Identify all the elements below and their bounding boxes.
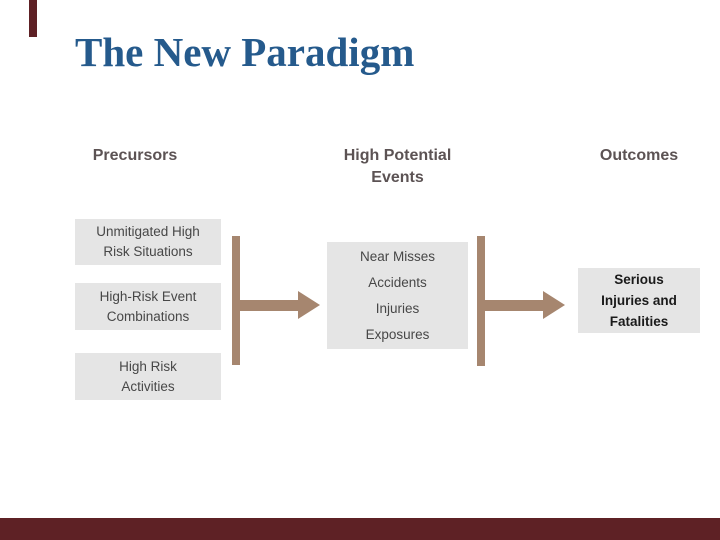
event-box-line3: Injuries [375, 300, 420, 316]
column-header-high-potential-events: High Potential Events [327, 145, 468, 189]
column-header-precursors-label: Precursors [92, 147, 178, 164]
event-box-high-potential-events: Near Misses Accidents Injuries Exposures [327, 242, 468, 349]
precursor-box-1-line2: Risk Situations [103, 244, 193, 259]
arrow-head-icon [298, 291, 320, 319]
outcome-box-line2: Injuries and [601, 293, 677, 308]
column-header-events-line2: Events [371, 169, 424, 186]
precursor-box-2-line1: High-Risk Event [99, 288, 197, 304]
slide-title: The New Paradigm [75, 29, 415, 75]
column-header-precursors: Precursors [62, 145, 208, 167]
precursor-box-1-line1: Unmitigated High [96, 224, 200, 239]
precursor-box-unmitigated-high-risk-situations: Unmitigated High Risk Situations [75, 219, 221, 265]
column-header-outcomes: Outcomes [578, 145, 700, 167]
arrow-shaft-events-to-outcomes [481, 300, 545, 311]
event-box-line1: Near Misses [359, 248, 435, 264]
event-box-line2: Accidents [368, 274, 427, 290]
outcome-box-serious-injuries-and-fatalities: Serious Injuries and Fatalities [578, 268, 700, 333]
precursor-box-2-line2: Combinations [106, 308, 190, 324]
precursor-box-3-line1: High Risk [119, 358, 177, 374]
outcome-box-line3: Fatalities [609, 314, 669, 329]
arrow-head-icon [543, 291, 565, 319]
event-box-line4: Exposures [365, 326, 430, 342]
accent-bar-top-left [29, 0, 37, 37]
column-header-events-line1: High Potential [343, 147, 452, 164]
precursor-box-high-risk-activities: High Risk Activities [75, 353, 221, 400]
arrow-shaft-precursors-to-events [236, 300, 300, 311]
outcome-box-line1: Serious [614, 272, 664, 287]
accent-bar-bottom [0, 518, 720, 540]
precursor-box-3-line2: Activities [121, 378, 175, 394]
precursor-box-high-risk-event-combinations: High-Risk Event Combinations [75, 283, 221, 330]
column-header-outcomes-label: Outcomes [599, 147, 679, 164]
